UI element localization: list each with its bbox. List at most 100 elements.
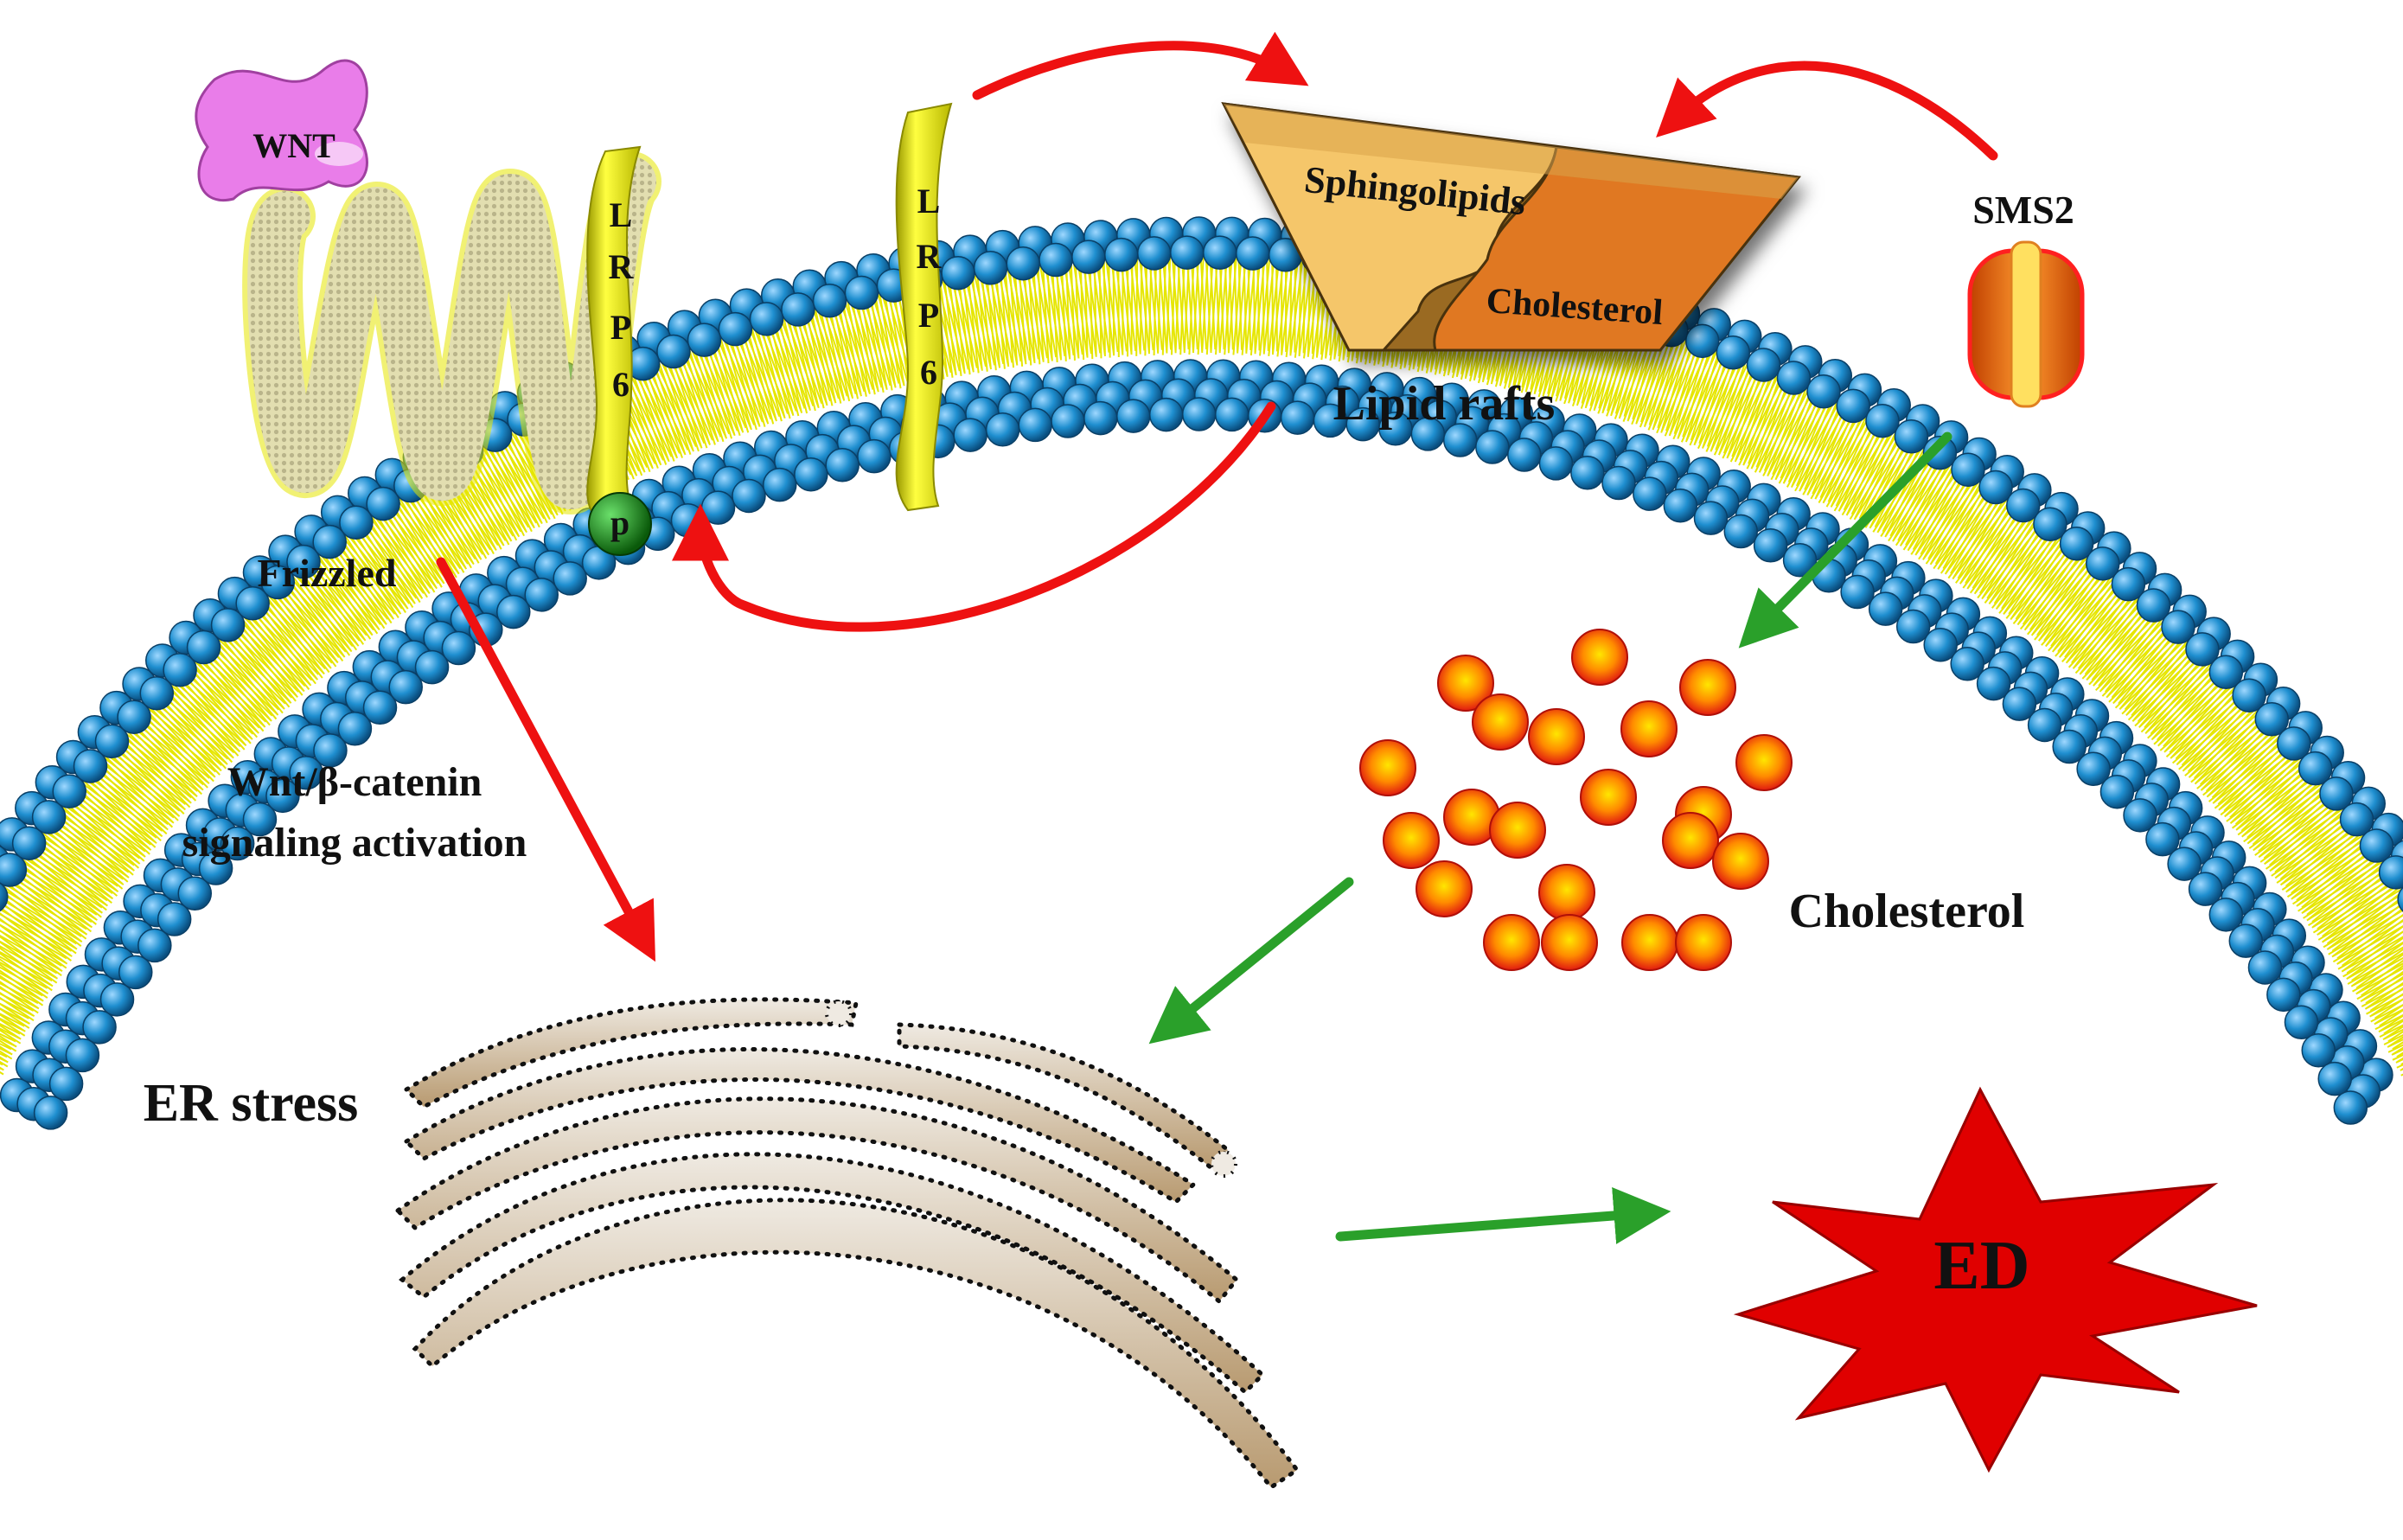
- lipid-head: [2123, 798, 2157, 833]
- lipid-head: [1746, 348, 1781, 382]
- cholesterol-molecule: [1679, 659, 1736, 716]
- lipid-head: [220, 826, 255, 861]
- lipid-head: [1538, 446, 1574, 481]
- arrow-lrp6-to-raft: [972, 31, 1309, 100]
- lipid-head: [1214, 397, 1249, 432]
- lipid-head: [1116, 399, 1151, 433]
- lipid-head: [1136, 236, 1172, 271]
- cholesterol-molecule: [1580, 769, 1637, 826]
- lipid-head: [33, 1096, 68, 1130]
- cholesterol-molecule: [1489, 802, 1546, 859]
- lipid-head: [286, 544, 321, 579]
- lipid-head: [139, 675, 175, 711]
- lipid-head: [718, 311, 753, 347]
- cholesterol-molecule: [1383, 812, 1440, 869]
- lipid-head: [1693, 501, 1729, 535]
- lipid-head: [2284, 1005, 2319, 1040]
- lipid-head: [953, 418, 987, 452]
- lipid-head: [794, 457, 828, 492]
- lipid-head: [1976, 666, 2011, 701]
- lipid-head: [163, 653, 197, 687]
- cholesterol-molecule: [1538, 864, 1595, 921]
- lrp6-middle-letter-6: 6: [920, 353, 937, 392]
- arrow-cholesterol-to-er: [1148, 877, 1354, 1045]
- lipid-head: [388, 669, 423, 705]
- lipid-head: [1507, 438, 1542, 472]
- lipid-head: [1039, 242, 1073, 278]
- lipid-head: [414, 649, 450, 685]
- lipid-head: [1868, 591, 1903, 626]
- cholesterol-molecule: [1359, 739, 1416, 796]
- lipid-head: [177, 876, 213, 911]
- lipid-head: [985, 412, 1020, 447]
- lipid-head: [781, 292, 815, 327]
- lipid-rafts-label: Lipid rafts: [1333, 377, 1556, 431]
- lipid-head: [2208, 898, 2244, 932]
- lipid-head: [186, 629, 221, 665]
- cholesterol-molecule: [1675, 914, 1732, 971]
- lipid-head: [2185, 632, 2220, 667]
- lipid-head: [65, 1038, 100, 1073]
- lipid-head: [137, 928, 172, 963]
- lipid-head: [1181, 397, 1217, 431]
- lipid-head: [2298, 751, 2333, 786]
- lipid-head: [2027, 707, 2062, 743]
- lipid-head: [2145, 821, 2180, 857]
- lipid-head: [73, 749, 108, 783]
- lipid-head: [289, 756, 323, 790]
- lipid-head: [763, 467, 797, 502]
- arrow-frizzled-to-er: [436, 557, 656, 962]
- lrp6-middle-letter-r: R: [917, 237, 943, 276]
- arrow-sms2-to-raft: [1656, 61, 1998, 161]
- lipid-head: [973, 251, 1008, 285]
- free-cholesterol-label: Cholesterol: [1789, 885, 2025, 938]
- cholesterol-molecule: [1662, 812, 1719, 869]
- cholesterol-molecule: [1620, 700, 1678, 757]
- lipid-head: [2111, 566, 2146, 602]
- phospho-label: p: [610, 503, 630, 542]
- lipid-head: [1782, 543, 1818, 578]
- endoplasmic-reticulum: [394, 997, 1301, 1491]
- lipid-head: [1836, 388, 1870, 424]
- lipid-head: [2002, 687, 2037, 721]
- lipid-head: [235, 586, 270, 621]
- arrows: [436, 31, 1998, 1244]
- lrp6-middle-letter-p: P: [918, 296, 939, 335]
- lipid-head: [2059, 526, 2094, 561]
- lipid-head: [1006, 246, 1041, 281]
- lipid-head: [2277, 726, 2311, 761]
- lipid-head: [82, 1010, 117, 1045]
- lipid-head: [11, 826, 47, 860]
- lrp6-receptor-middle: L R P 6: [895, 102, 953, 512]
- cholesterol-molecule: [1541, 914, 1598, 971]
- lipid-head: [99, 982, 135, 1017]
- lipid-head: [339, 505, 374, 540]
- lipid-head: [2247, 950, 2283, 985]
- cholesterol-molecule: [1712, 833, 1769, 890]
- lipid-head: [1922, 435, 1958, 470]
- lipid-head: [844, 275, 879, 310]
- lipid-head: [524, 578, 559, 612]
- lipid-head: [2359, 828, 2394, 863]
- lipid-head: [337, 711, 373, 746]
- wnt-label: WNT: [252, 126, 336, 165]
- lipid-head: [31, 800, 67, 834]
- lipid-head: [1895, 609, 1931, 644]
- lipid-head: [1950, 647, 1984, 681]
- lipid-head: [857, 438, 892, 474]
- lipid-head: [2319, 776, 2354, 811]
- cholesterol-molecule: [1437, 655, 1494, 712]
- lipid-head: [941, 255, 975, 291]
- frizzled-label: Frizzled: [258, 551, 397, 595]
- lipid-head: [210, 608, 246, 642]
- ed-label: ED: [1933, 1228, 2029, 1304]
- lipid-head: [2006, 488, 2041, 523]
- lipid-head: [2136, 588, 2171, 623]
- arrow-er-to-ed: [1335, 1187, 1671, 1244]
- lipid-head: [1202, 235, 1237, 270]
- lipid-head: [1051, 404, 1085, 438]
- lipid-head: [1071, 240, 1106, 274]
- lipid-head: [1018, 407, 1052, 443]
- lipid-head: [2086, 546, 2120, 581]
- lipid-head: [242, 802, 278, 837]
